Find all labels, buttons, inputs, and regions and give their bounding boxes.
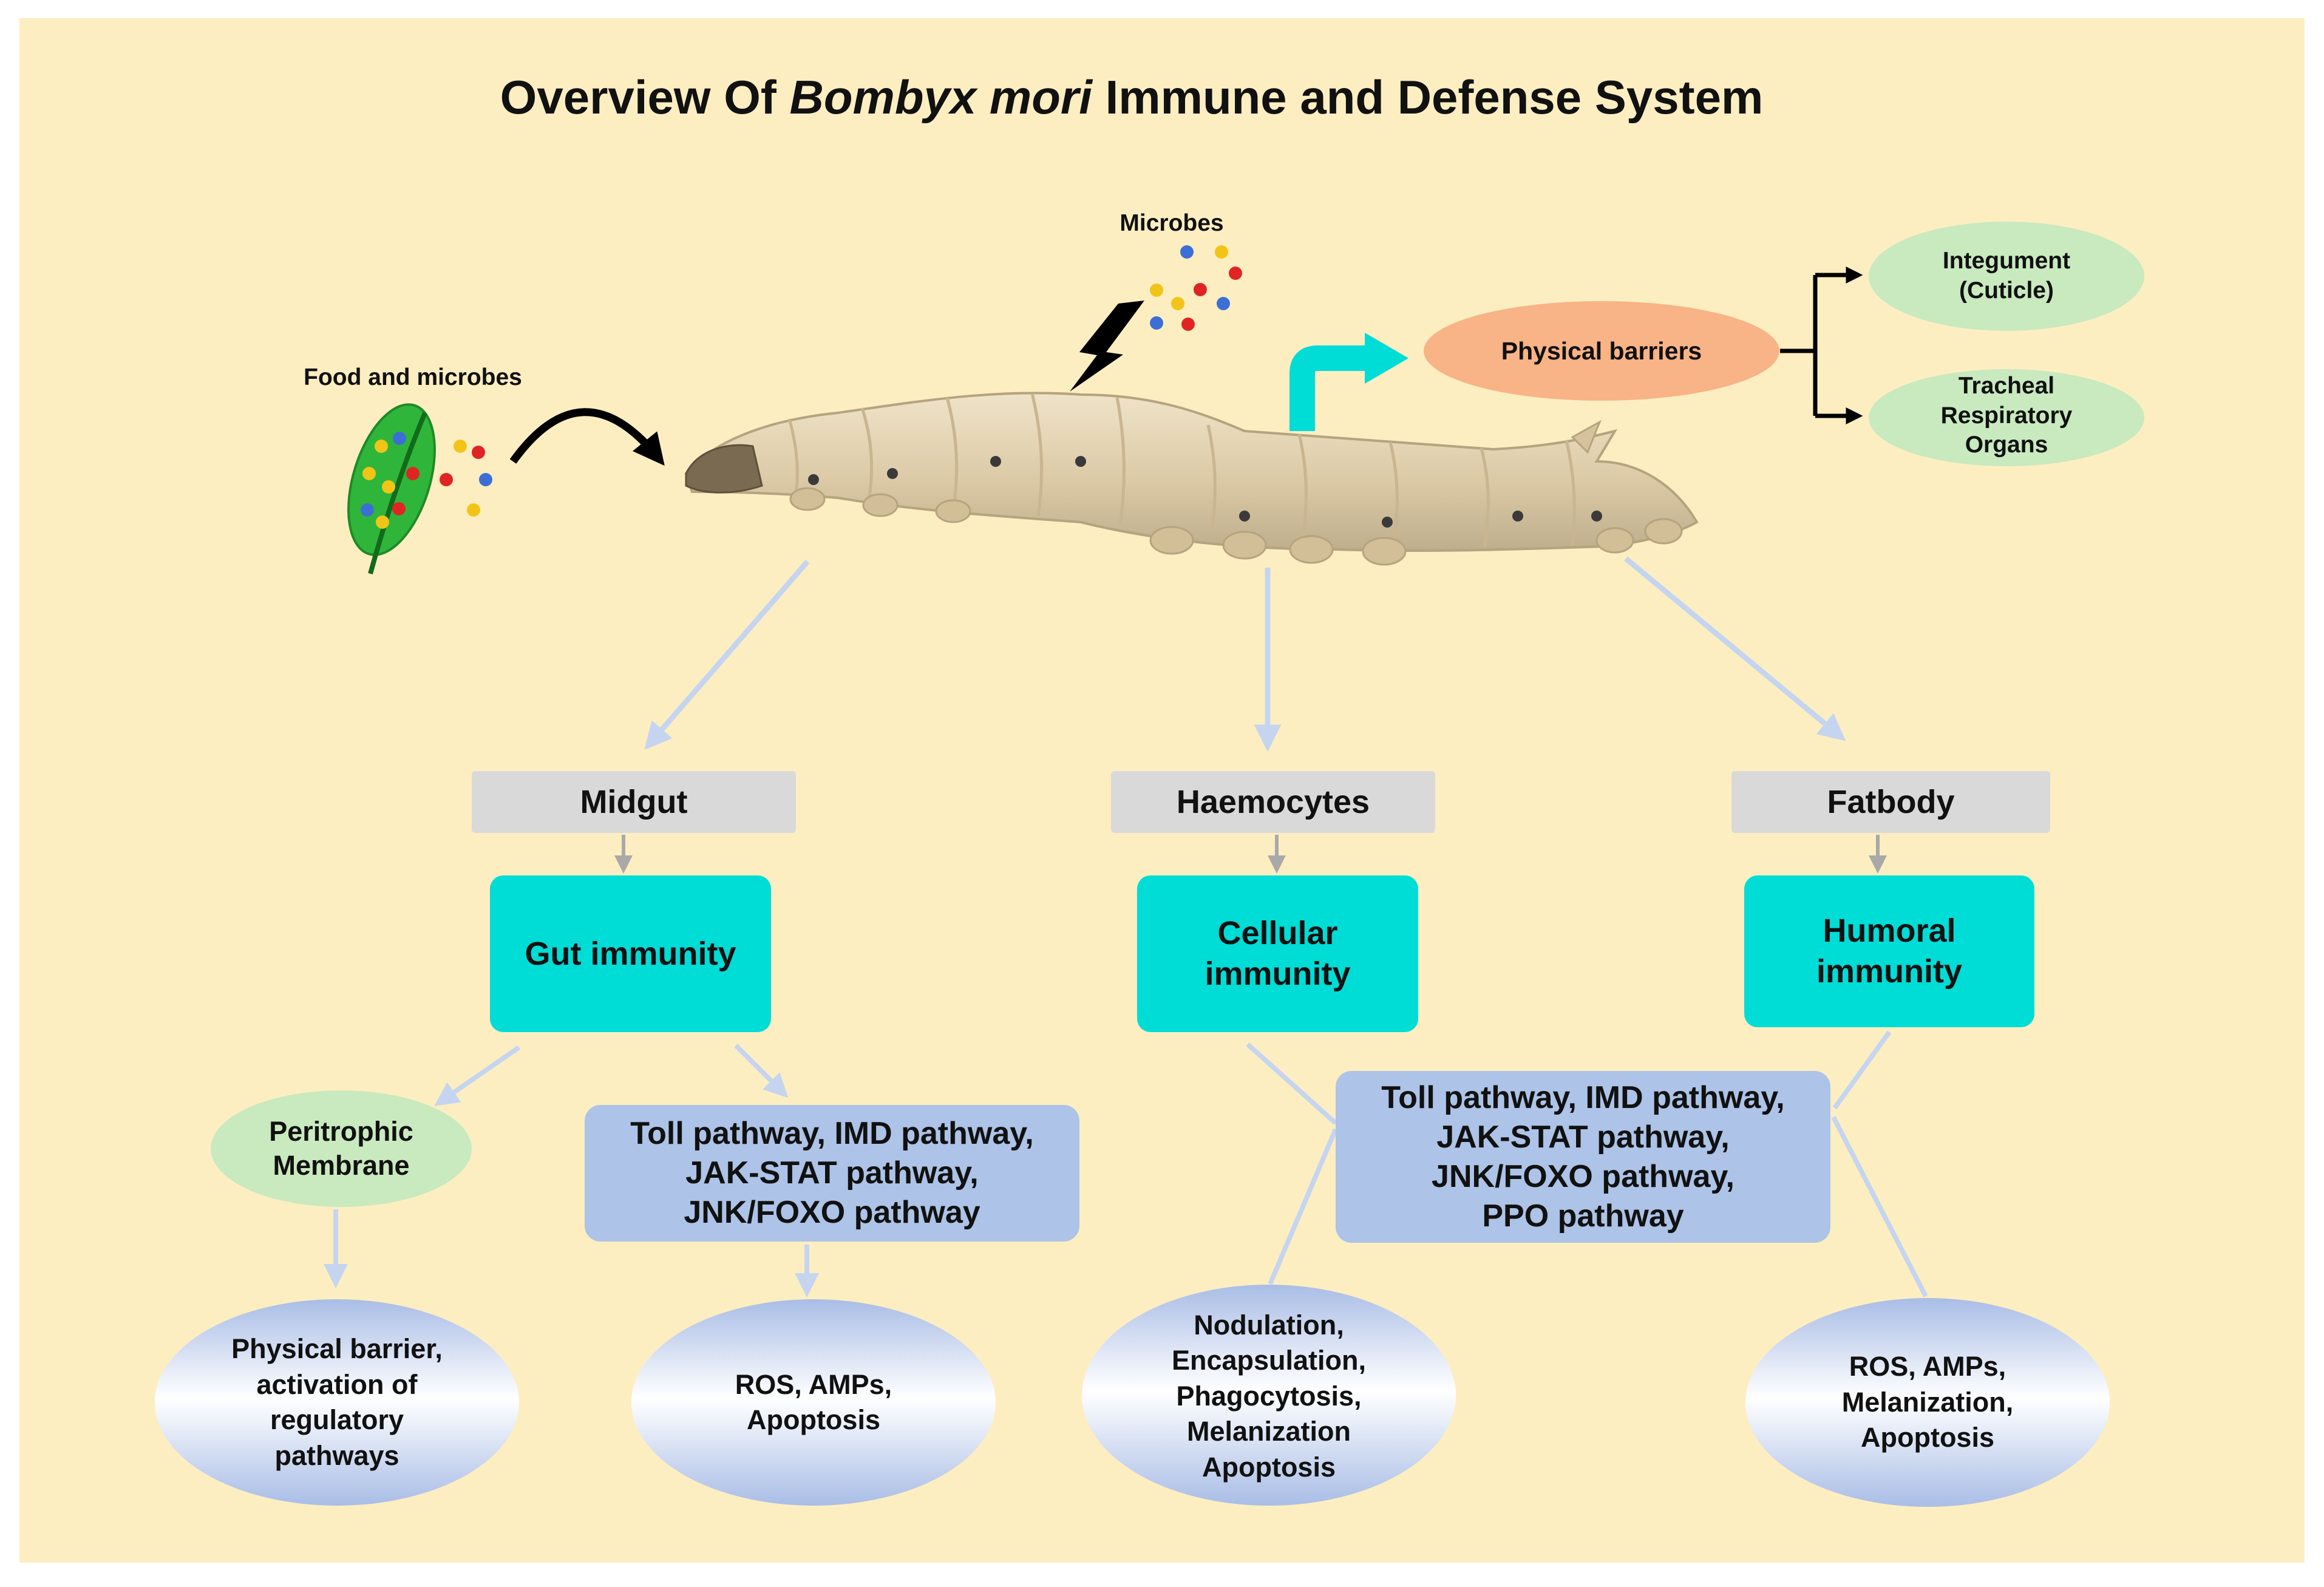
gut-outcome-label: ROS, AMPs, Apoptosis	[735, 1368, 892, 1436]
lightning-icon	[1070, 301, 1144, 392]
integument-label: Integument (Cuticle)	[1942, 248, 2071, 304]
cellular-outcome-oval	[1082, 1285, 1456, 1506]
physical-barriers-oval	[1424, 301, 1779, 401]
physical-outcome-label: Physical barrier, activation of regulato…	[231, 1333, 443, 1471]
leaf-icon	[347, 403, 436, 575]
fatbody-box	[1731, 771, 2050, 833]
food-and-microbes-label: Food and microbes	[304, 364, 522, 390]
title-suffix: Immune and Defense System	[1092, 70, 1764, 124]
shared-pathways-label: Toll pathway, IMD pathway, JAK-STAT path…	[1381, 1079, 1785, 1234]
cellular-outcome-label: Nodulation, Encapsulation, Phagocytosis,…	[1171, 1309, 1367, 1483]
haemocytes-label: Haemocytes	[1176, 784, 1370, 820]
microbes-dots	[1150, 245, 1242, 331]
silkworm-image	[684, 392, 1699, 566]
tracheal-label: Tracheal Respiratory Organs	[1940, 372, 2073, 458]
physical-outcome-oval	[155, 1299, 519, 1506]
midgut-label: Midgut	[580, 784, 688, 820]
cellular-immunity-box	[1137, 875, 1418, 1032]
peritrophic-label: Peritrophic Membrane	[269, 1115, 413, 1181]
fatbody-label: Fatbody	[1827, 784, 1955, 820]
midgut-box	[472, 771, 796, 833]
shared-pathway-box	[1336, 1071, 1830, 1243]
gut-pathways-label: Toll pathway, IMD pathway, JAK-STAT path…	[630, 1116, 1034, 1230]
cellular-immunity-label: Cellular immunity	[1204, 914, 1351, 993]
worm-to-tissue-arrows	[644, 556, 1846, 752]
humoral-outcome-oval	[1745, 1298, 2110, 1507]
curved-arrow-icon	[509, 408, 665, 466]
integument-oval	[1869, 222, 2144, 331]
gut-pathway-box	[585, 1105, 1079, 1242]
gut-outcome-oval	[631, 1299, 996, 1506]
physical-barriers-label: Physical barriers	[1501, 336, 1702, 365]
microbes-label: Microbes	[1120, 210, 1224, 236]
humoral-immunity-label: Humoral immunity	[1816, 912, 1963, 990]
diagram-title: Overview Of Bombyx mori Immune and Defen…	[182, 58, 2081, 137]
physical-barrier-arrow-icon	[1289, 333, 1408, 431]
humoral-outcome-label: ROS, AMPs, Melanization, Apoptosis	[1841, 1351, 2014, 1453]
haemocytes-box	[1111, 771, 1435, 833]
title-prefix: Overview Of	[500, 70, 790, 124]
gut-immunity-label: Gut immunity	[525, 936, 736, 972]
tissue-to-immunity-arrows	[614, 835, 1887, 874]
humoral-immunity-box	[1744, 875, 2034, 1027]
food-microbe-dots	[440, 440, 492, 517]
gut-immunity-box	[490, 875, 771, 1032]
title-species: Bombyx mori	[789, 70, 1092, 124]
tracheal-oval	[1869, 369, 2144, 466]
peritrophic-oval	[211, 1090, 472, 1207]
bracket-connector	[1780, 267, 1863, 424]
immunity-connectors	[324, 1030, 1928, 1297]
